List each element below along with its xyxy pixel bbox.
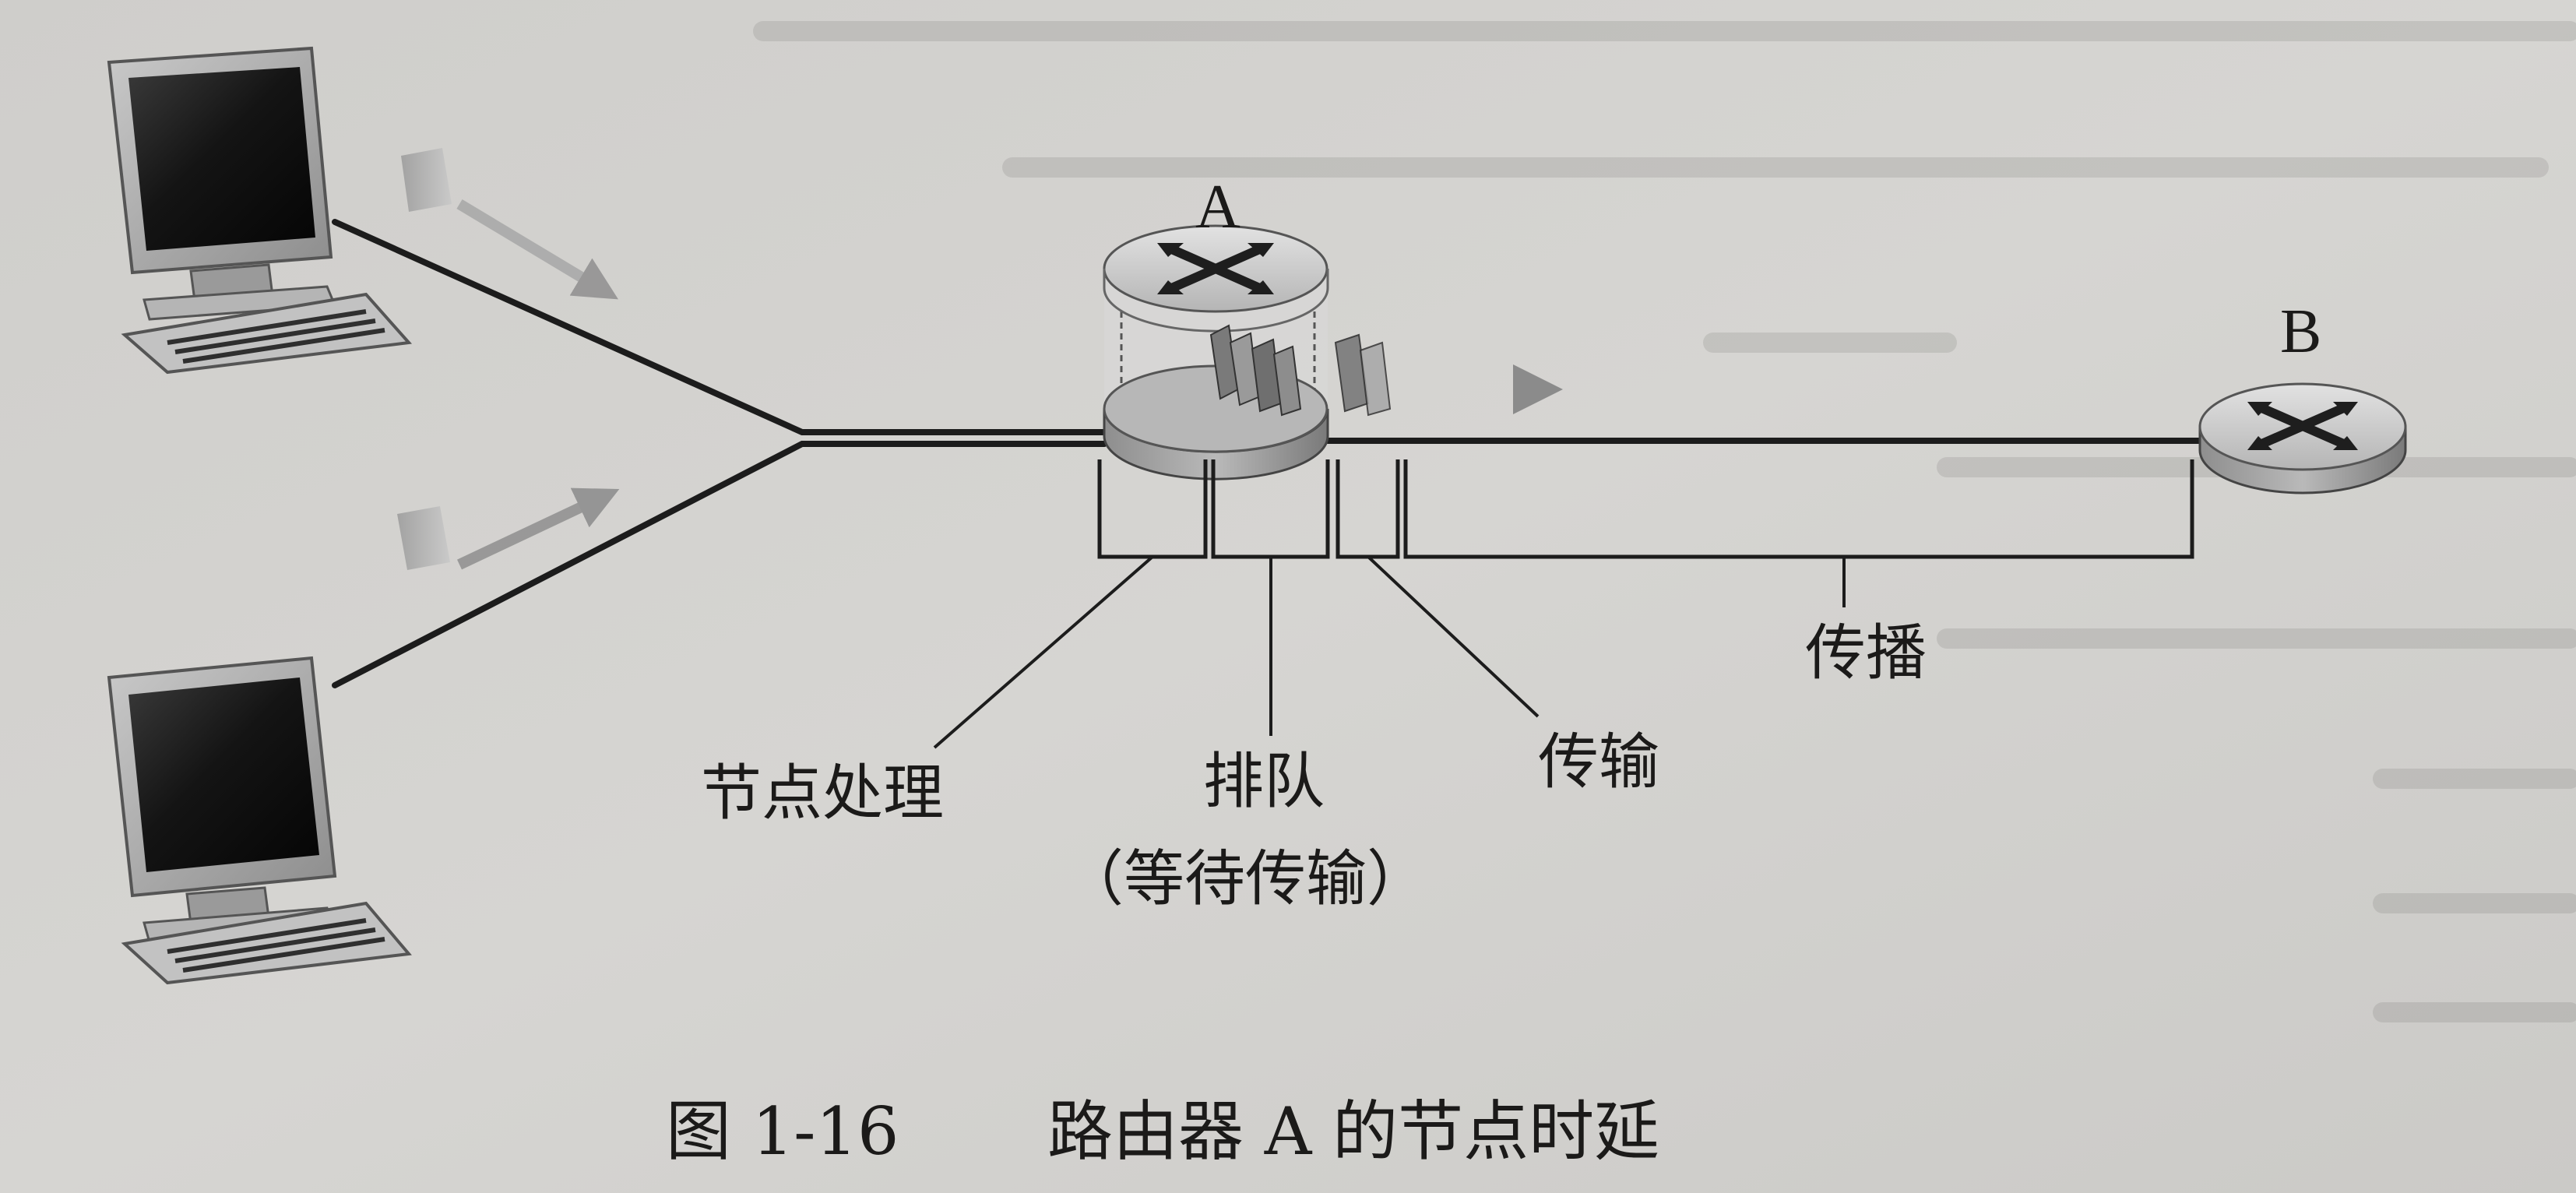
link-bottom-computer	[332, 441, 1107, 688]
router-a-label: A	[1195, 173, 1240, 241]
bracket-transmission	[1336, 459, 1400, 559]
leader-lines	[933, 555, 1846, 749]
router-b-icon	[2198, 382, 2407, 494]
bracket-propagation	[1403, 459, 2194, 559]
label-propagation: 传播	[1805, 618, 1927, 688]
label-processing: 节点处理	[701, 758, 944, 829]
router-b-label: B	[2280, 297, 2321, 366]
caption-number: 图 1-16	[666, 1093, 899, 1170]
bleed-through-texture	[753, 21, 2576, 1022]
link-top-computer	[332, 219, 1107, 435]
label-queueing: 排队	[1203, 747, 1325, 817]
computer-icon-top	[107, 46, 413, 375]
label-transmission: 传输	[1538, 727, 1659, 797]
label-queueing-note: （等待传输）	[1063, 844, 1427, 914]
packet-arrow-top	[401, 148, 619, 300]
queued-packets	[1209, 324, 1563, 417]
leader-transmission	[1367, 555, 1540, 718]
packet-arrow-bottom	[397, 487, 620, 570]
network-links	[332, 219, 2203, 688]
computer-icon-bottom	[107, 656, 412, 985]
caption-text: 路由器 A 的节点时延	[1047, 1093, 1659, 1170]
leader-processing	[933, 555, 1154, 749]
